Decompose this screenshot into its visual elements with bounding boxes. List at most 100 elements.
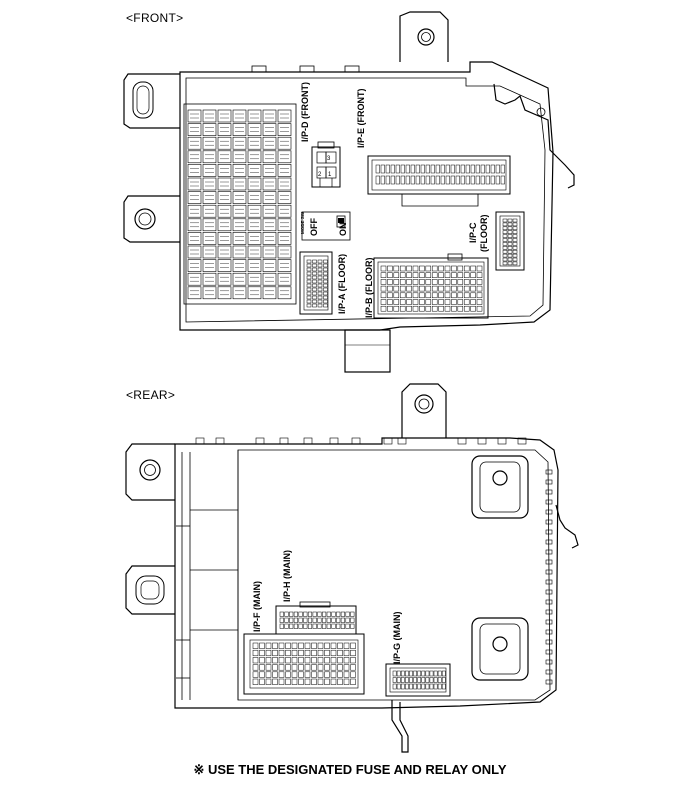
fuse-slot[interactable] — [232, 150, 247, 164]
fuse-slot[interactable] — [232, 123, 247, 136]
fuse-slot[interactable] — [217, 232, 232, 245]
fuse-slot[interactable] — [277, 150, 292, 164]
fuse-slot[interactable] — [217, 164, 232, 177]
fuse-slot[interactable] — [217, 191, 232, 204]
fuse-slot[interactable] — [187, 286, 202, 300]
fuse-slot[interactable] — [217, 150, 232, 164]
fuse-slot[interactable] — [187, 232, 202, 245]
fuse-slot[interactable] — [202, 109, 217, 123]
fuse-slot[interactable] — [202, 136, 217, 150]
fuse-slot[interactable] — [262, 218, 277, 232]
fuse-slot[interactable] — [247, 150, 262, 164]
fuse-slot[interactable] — [277, 177, 292, 191]
fuse-slot[interactable] — [202, 286, 217, 300]
fuse-slot[interactable] — [217, 218, 232, 232]
fuse-slot[interactable] — [262, 150, 277, 164]
fuse-slot[interactable] — [247, 272, 262, 286]
fuse-slot[interactable] — [202, 191, 217, 204]
fuse-slot[interactable] — [247, 177, 262, 191]
fuse-slot[interactable] — [232, 286, 247, 300]
fuse-slot[interactable] — [187, 123, 202, 136]
fuse-slot[interactable] — [232, 232, 247, 245]
fuse-slot[interactable] — [217, 177, 232, 191]
fuse-slot[interactable] — [232, 136, 247, 150]
fuse-slot[interactable] — [262, 286, 277, 300]
fuse-slot[interactable] — [232, 204, 247, 218]
fuse-slot[interactable] — [247, 164, 262, 177]
fuse-slot[interactable] — [232, 245, 247, 259]
fuse-slot[interactable] — [187, 259, 202, 272]
fuse-slot[interactable] — [202, 232, 217, 245]
fuse-slot[interactable] — [262, 245, 277, 259]
fuse-slot[interactable] — [277, 204, 292, 218]
fuse-slot[interactable] — [232, 259, 247, 272]
fuse-slot[interactable] — [277, 245, 292, 259]
fuse-slot[interactable] — [247, 232, 262, 245]
fuse-slot[interactable] — [217, 123, 232, 136]
fuse-slot[interactable] — [217, 272, 232, 286]
fuse-slot[interactable] — [247, 245, 262, 259]
fuse-slot[interactable] — [202, 272, 217, 286]
fuse-slot[interactable] — [232, 191, 247, 204]
fuse-slot[interactable] — [262, 164, 277, 177]
fuse-slot[interactable] — [202, 245, 217, 259]
fuse-slot[interactable] — [187, 218, 202, 232]
fuse-slot[interactable] — [277, 272, 292, 286]
fuse-slot[interactable] — [202, 204, 217, 218]
fuse-slot[interactable] — [247, 218, 262, 232]
fuse-slot[interactable] — [262, 136, 277, 150]
fuse-slot[interactable] — [187, 109, 202, 123]
fuse-slot[interactable] — [217, 286, 232, 300]
fuse-slot[interactable] — [277, 191, 292, 204]
fuse-slot[interactable] — [217, 204, 232, 218]
fuse-slot[interactable] — [187, 150, 202, 164]
fuse-slot[interactable] — [262, 232, 277, 245]
fuse-slot[interactable] — [187, 177, 202, 191]
fuse-slot[interactable] — [262, 259, 277, 272]
fuse-slot[interactable] — [247, 204, 262, 218]
fuse-slot[interactable] — [217, 245, 232, 259]
fuse-slot[interactable] — [262, 109, 277, 123]
fuse-slot[interactable] — [187, 272, 202, 286]
fuse-slot[interactable] — [277, 136, 292, 150]
fuse-slot[interactable] — [247, 109, 262, 123]
fuse-slot[interactable] — [277, 286, 292, 300]
fuse-slot[interactable] — [262, 204, 277, 218]
mode-switch[interactable] — [301, 211, 351, 241]
fuse-slot[interactable] — [232, 109, 247, 123]
fuse-slot[interactable] — [187, 204, 202, 218]
fuse-slot[interactable] — [277, 232, 292, 245]
fuse-slot[interactable] — [232, 177, 247, 191]
fuse-slot[interactable] — [277, 109, 292, 123]
fuse-slot[interactable] — [277, 218, 292, 232]
fuse-slot[interactable] — [187, 191, 202, 204]
fuse-slot[interactable] — [217, 136, 232, 150]
fuse-slot[interactable] — [187, 136, 202, 150]
fuse-slot[interactable] — [247, 191, 262, 204]
fuse-slot[interactable] — [217, 259, 232, 272]
fuse-slot[interactable] — [247, 123, 262, 136]
fuse-slot[interactable] — [202, 259, 217, 272]
fuse-slot[interactable] — [202, 218, 217, 232]
fuse-slot[interactable] — [202, 123, 217, 136]
fuse-slot[interactable] — [277, 164, 292, 177]
fuse-slot[interactable] — [247, 136, 262, 150]
connector-pin — [343, 678, 350, 685]
fuse-slot[interactable] — [232, 218, 247, 232]
fuse-slot[interactable] — [277, 259, 292, 272]
fuse-slot[interactable] — [262, 272, 277, 286]
fuse-slot[interactable] — [262, 191, 277, 204]
fuse-slot[interactable] — [187, 245, 202, 259]
fuse-slot[interactable] — [202, 150, 217, 164]
fuse-slot[interactable] — [277, 123, 292, 136]
fuse-slot[interactable] — [202, 164, 217, 177]
fuse-slot[interactable] — [232, 272, 247, 286]
fuse-slot[interactable] — [262, 123, 277, 136]
fuse-slot[interactable] — [262, 177, 277, 191]
fuse-slot[interactable] — [217, 109, 232, 123]
fuse-slot[interactable] — [232, 164, 247, 177]
fuse-slot[interactable] — [202, 177, 217, 191]
fuse-slot[interactable] — [247, 286, 262, 300]
fuse-slot[interactable] — [187, 164, 202, 177]
fuse-slot[interactable] — [247, 259, 262, 272]
